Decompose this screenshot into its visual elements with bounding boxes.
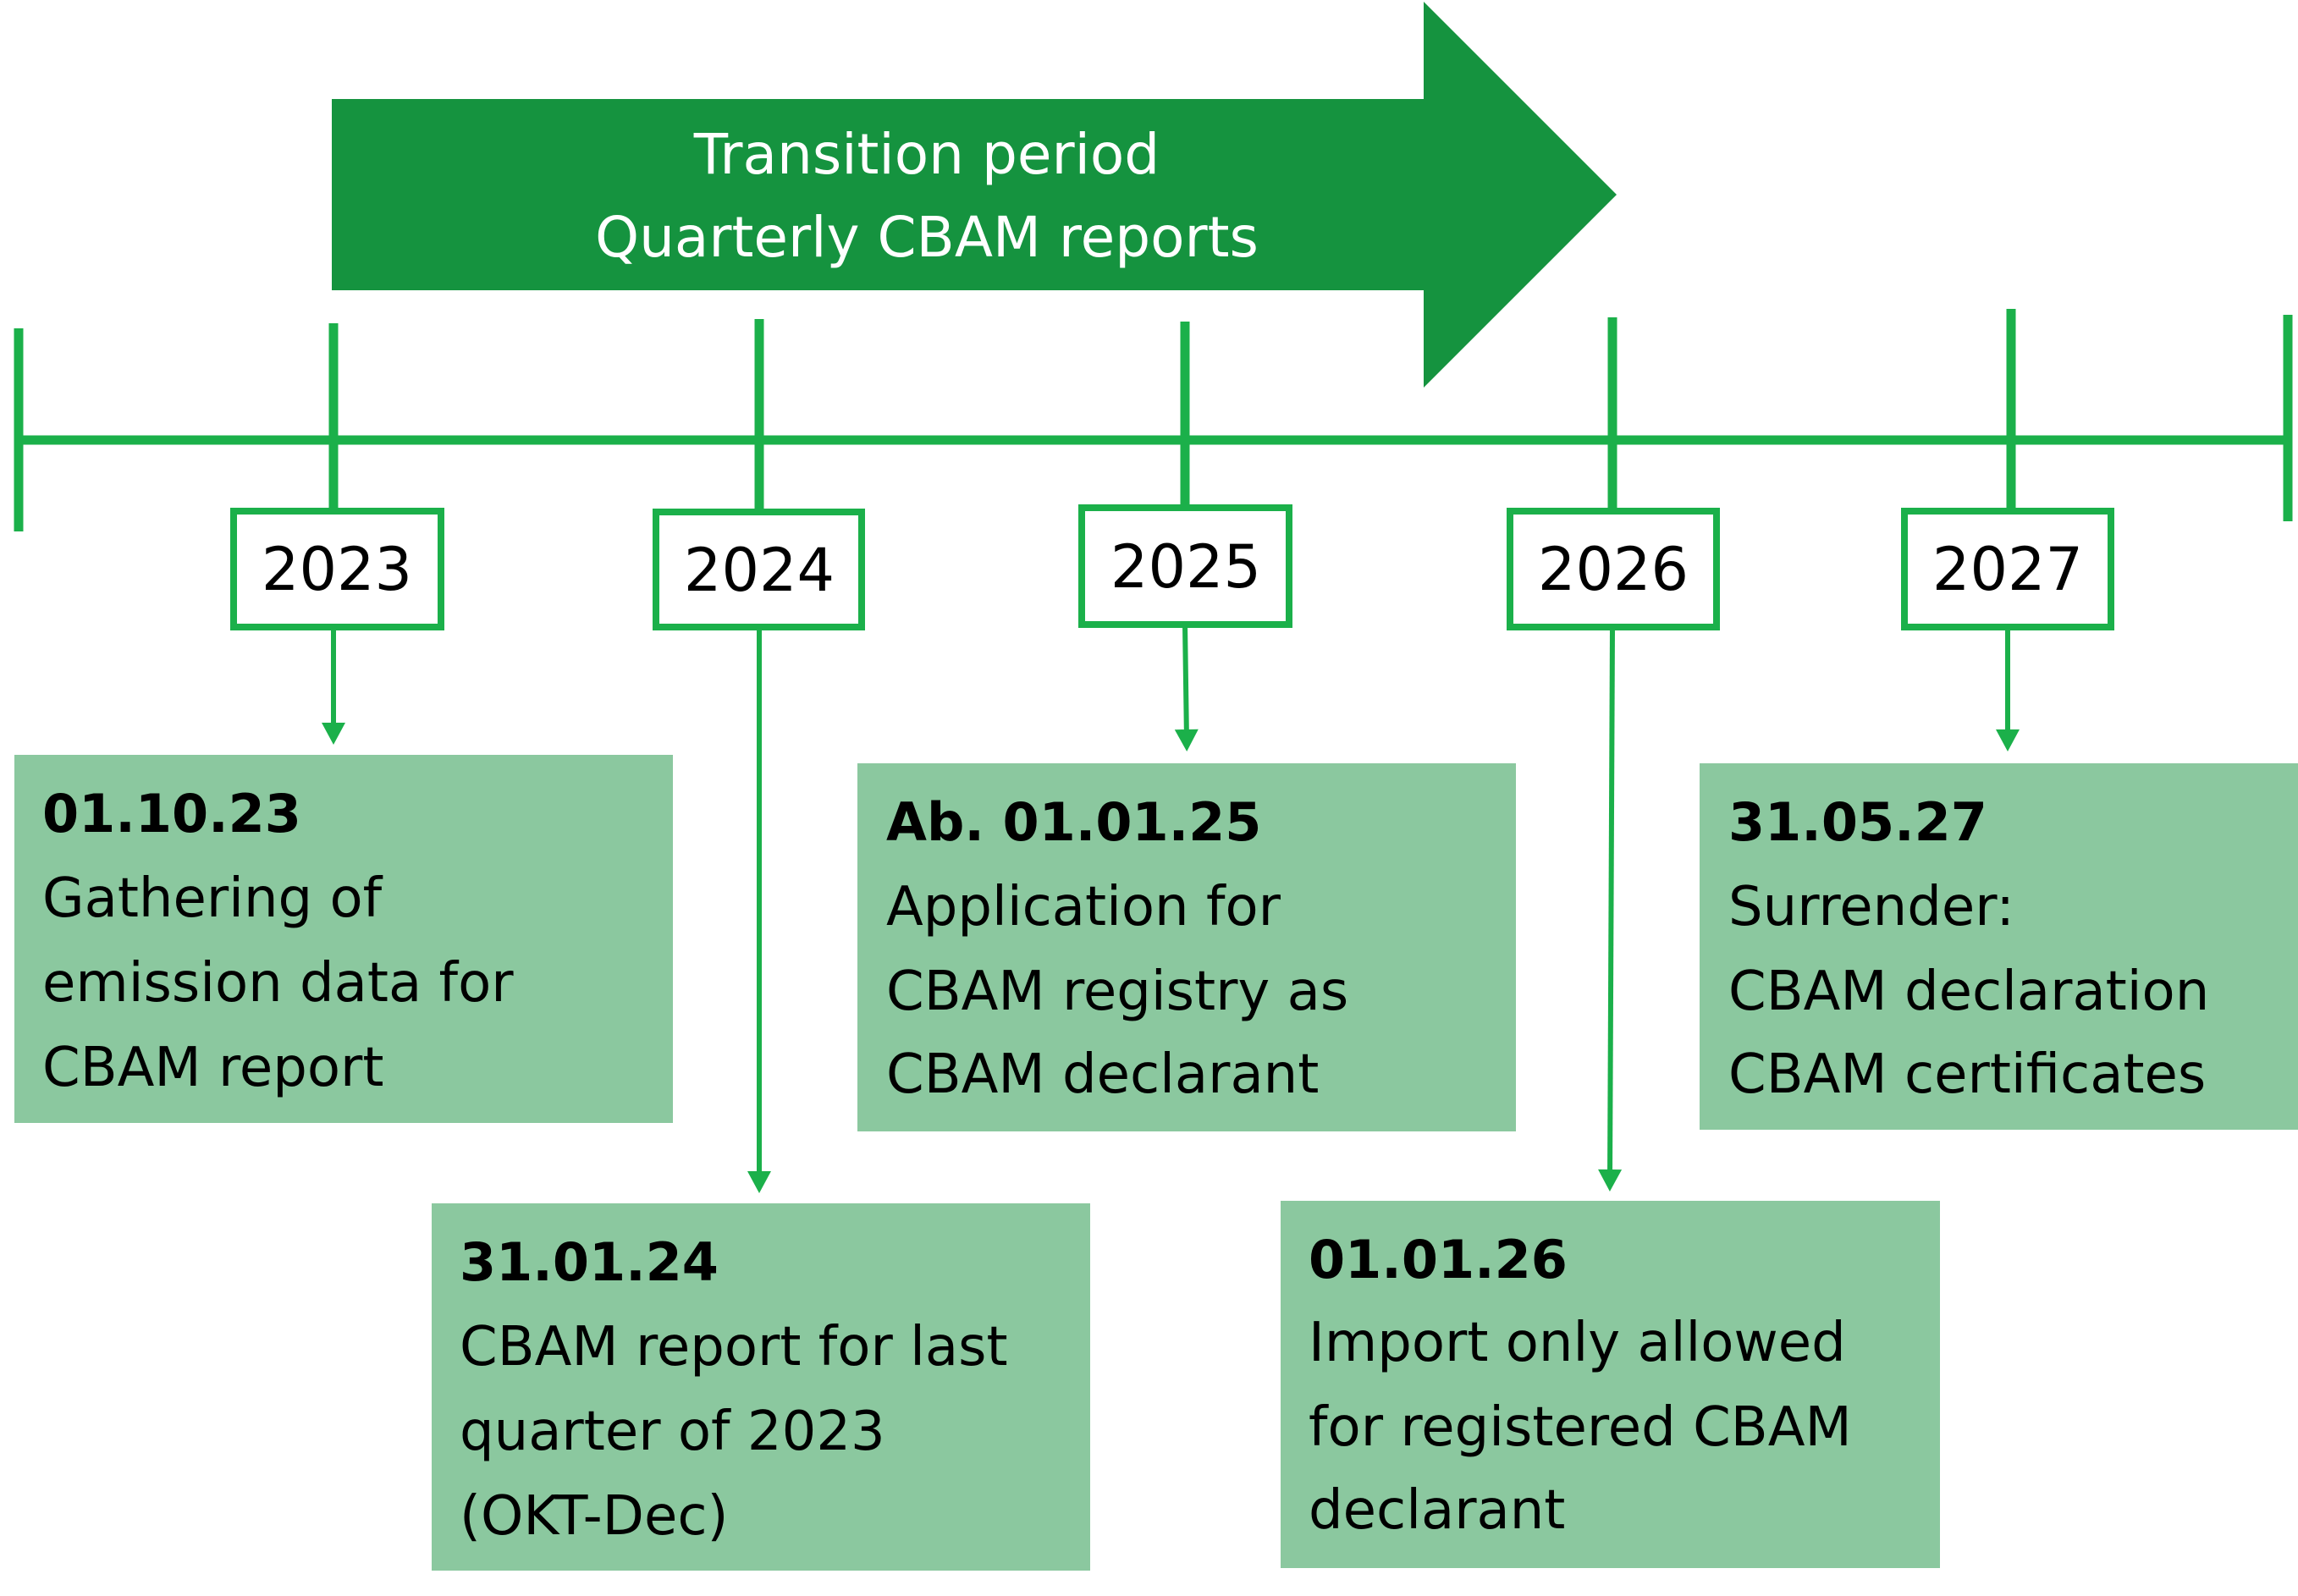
event-connectors (322, 624, 2020, 1193)
banner-title: Transition period (693, 122, 1160, 187)
year-box-frame (1078, 504, 1292, 628)
event-box-background (1700, 763, 2298, 1130)
banner-subtitle: Quarterly CBAM reports (595, 205, 1259, 270)
event-box-2025: Ab. 01.01.25 Application for CBAM regist… (857, 763, 1516, 1131)
year-label: 2027 (1932, 535, 2083, 604)
event-text-line: for registered CBAM (1309, 1396, 1852, 1459)
event-box-2023: 01.10.23 Gathering of emission data for … (14, 755, 673, 1123)
event-boxes: 01.10.23 Gathering of emission data for … (14, 755, 2298, 1571)
event-date: 01.10.23 (42, 783, 301, 845)
year-label: 2025 (1110, 532, 1261, 602)
event-date: 31.05.27 (1728, 791, 1987, 853)
year-box-2026: 2026 (1507, 508, 1720, 630)
connector-2025 (1174, 624, 1199, 751)
year-label: 2026 (1538, 535, 1689, 604)
event-box-background (432, 1203, 1090, 1571)
year-box-2024: 2024 (653, 509, 865, 630)
event-text-line: quarter of 2023 (460, 1401, 885, 1463)
event-text-line: CBAM report (42, 1037, 383, 1099)
event-text-line: Application for (886, 876, 1281, 938)
event-text-line: Gathering of (42, 867, 383, 930)
year-ticks (328, 309, 2016, 512)
year-box-frame (230, 508, 444, 630)
event-text-line: Import only allowed (1309, 1312, 1846, 1374)
event-box-2026: 01.01.26 Import only allowed for registe… (1281, 1201, 1940, 1568)
year-box-2025: 2025 (1078, 504, 1292, 628)
event-text-line: CBAM report for last (460, 1316, 1008, 1379)
event-text-line: CBAM declarant (886, 1043, 1319, 1106)
transition-period-banner: Transition period Quarterly CBAM reports (332, 2, 1617, 388)
event-text-line: CBAM certificates (1728, 1043, 2206, 1106)
timeline-axis (14, 315, 2293, 531)
year-box-2023: 2023 (230, 508, 444, 630)
event-date: 31.01.24 (460, 1231, 719, 1293)
event-box-background (857, 763, 1516, 1131)
year-box-2027: 2027 (1901, 508, 2114, 630)
event-box-2027: 31.05.27 Surrender: CBAM declaration CBA… (1700, 763, 2298, 1130)
event-text-line: emission data for (42, 952, 514, 1015)
event-text-line: CBAM declaration (1728, 960, 2209, 1023)
banner-arrow-shape (332, 2, 1617, 388)
year-box-frame (653, 509, 865, 630)
event-date: Ab. 01.01.25 (886, 791, 1261, 853)
event-text-line: Surrender: (1728, 876, 2014, 938)
event-date: 01.01.26 (1309, 1229, 1568, 1291)
event-box-background (14, 755, 673, 1123)
event-text-line: CBAM registry as (886, 960, 1348, 1023)
year-boxes: 2023 2024 2025 2026 2027 (230, 504, 2114, 630)
year-label: 2023 (262, 535, 412, 604)
event-box-2024: 31.01.24 CBAM report for last quarter of… (432, 1203, 1090, 1571)
connector-2026 (1598, 626, 1623, 1191)
event-text-line: declarant (1309, 1479, 1565, 1542)
year-label: 2024 (684, 536, 835, 605)
year-box-frame (1901, 508, 2114, 630)
year-box-frame (1507, 508, 1720, 630)
event-box-background (1281, 1201, 1940, 1568)
event-text-line: (OKT-Dec) (460, 1485, 728, 1548)
